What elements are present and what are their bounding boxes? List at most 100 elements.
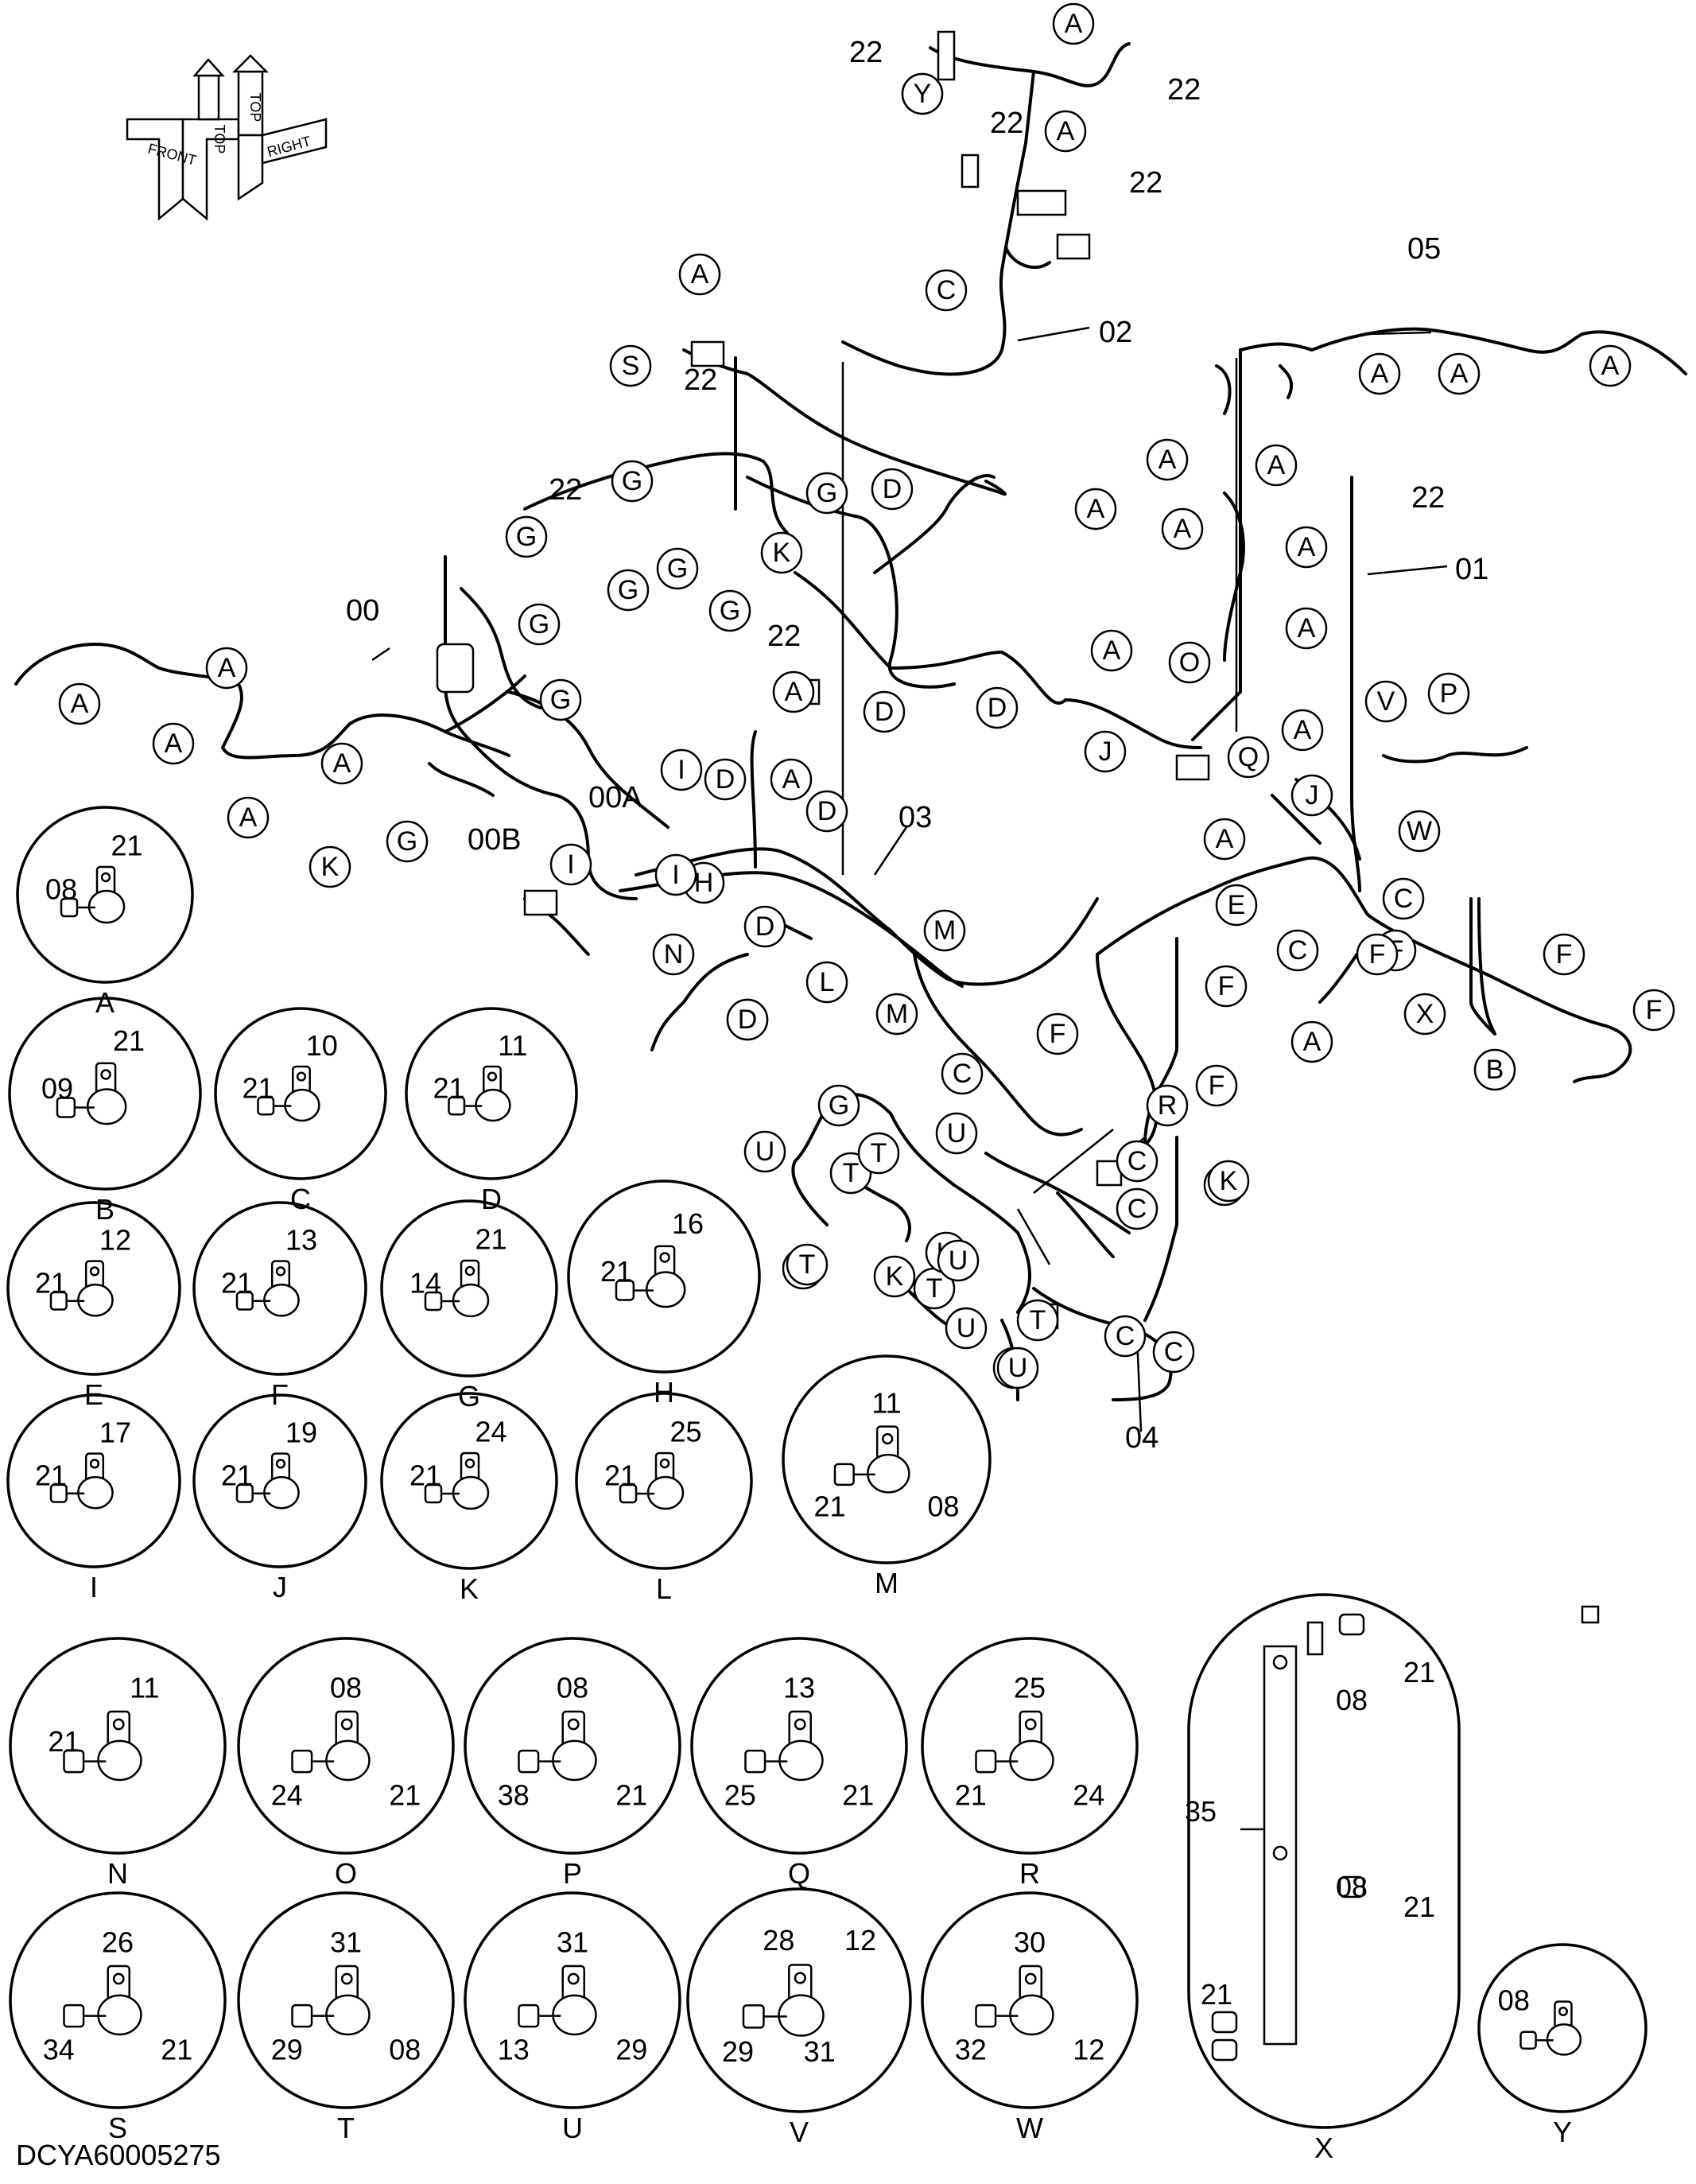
callout-u: U [945, 1307, 988, 1350]
svg-text:K: K [886, 1261, 904, 1292]
callout-c: C [941, 1052, 984, 1095]
svg-text:C: C [1288, 935, 1308, 966]
callout-d: D [704, 758, 747, 801]
callout-t: T [913, 1267, 956, 1310]
callout-u: U [743, 1130, 786, 1173]
clamp-part-icon [975, 1710, 1054, 1782]
callout-a: A [1052, 2, 1095, 45]
part-number-label: 31 [330, 1926, 362, 1958]
svg-text:A: A [1216, 824, 1234, 854]
callout-d: D [743, 905, 786, 948]
clamp-part-icon [291, 1964, 371, 2036]
callout-a: A [205, 647, 248, 690]
label-22-8: 22 [767, 620, 801, 653]
part-number-label: 19 [285, 1416, 317, 1448]
callout-d: D [871, 468, 914, 511]
detail-j: 21 19J [192, 1393, 367, 1603]
callout-f: F [1205, 965, 1248, 1008]
label-22-7: 22 [1411, 481, 1445, 515]
svg-text:A: A [1158, 445, 1177, 475]
svg-text:M: M [933, 915, 956, 946]
svg-text:I: I [672, 860, 679, 890]
svg-text:A: A [218, 653, 236, 683]
part-number-label: 38 [498, 1778, 530, 1811]
label-22-2: 22 [1167, 73, 1201, 107]
part-number-label: 21 [221, 1459, 253, 1491]
svg-text:A: A [1303, 1027, 1321, 1057]
detail-letter: L [656, 1572, 672, 1605]
label-03: 03 [898, 801, 932, 834]
drawing-code: DCYA60005275 [16, 2139, 221, 2171]
clamp-part-icon [615, 1245, 686, 1308]
callout-a: A [770, 758, 813, 801]
callout-d: D [726, 998, 769, 1041]
svg-text:D: D [716, 764, 735, 795]
callout-a: A [1285, 607, 1328, 650]
callout-x: X [1403, 993, 1446, 1036]
part-number-label: 08 [927, 1490, 959, 1523]
callout-c: C [1382, 877, 1425, 920]
svg-text:L: L [820, 967, 835, 997]
callout-m: M [875, 993, 918, 1036]
detail-letter: S [108, 2112, 127, 2144]
part-number-label: 29 [271, 2033, 303, 2065]
svg-text:N: N [664, 939, 684, 970]
part-number-label: 21 [1201, 1978, 1232, 2011]
svg-text:G: G [667, 554, 688, 584]
callout-a: A [1044, 110, 1087, 153]
callout-k: K [873, 1255, 916, 1298]
part-number-label: 21 [600, 1255, 632, 1288]
part-number-label: 08 [45, 873, 77, 906]
callout-a: A [1090, 629, 1133, 672]
svg-text:F: F [1050, 1019, 1066, 1049]
part-number-label: 11 [871, 1387, 901, 1420]
svg-text:D: D [755, 911, 775, 942]
clamp-part-icon [742, 1964, 825, 2037]
part-number-label: 21 [955, 1778, 987, 1811]
callout-t: T [1016, 1299, 1059, 1342]
part-number-label: 08 [1498, 1984, 1530, 2017]
svg-text:A: A [333, 748, 351, 779]
svg-text:A: A [785, 677, 803, 707]
detail-y: 08Y [1477, 1943, 1647, 2148]
label-22-5: 22 [684, 363, 717, 397]
svg-text:A: A [1601, 351, 1620, 381]
svg-text:K: K [773, 538, 791, 568]
part-number-label: 29 [615, 2033, 647, 2065]
part-number-label: 08 [1336, 1871, 1368, 1903]
svg-text:G: G [516, 522, 537, 552]
callout-j: J [1290, 774, 1333, 817]
svg-text:Y: Y [914, 79, 932, 109]
part-number-label: 21 [813, 1490, 845, 1523]
part-number-label: 21 [475, 1223, 506, 1256]
svg-text:A: A [239, 802, 258, 833]
callout-a: A [227, 796, 270, 839]
callout-m: M [923, 909, 966, 952]
svg-text:S: S [622, 351, 640, 381]
callout-a: A [1203, 818, 1246, 861]
callout-h: H [682, 861, 725, 904]
part-number-label: 21 [1403, 1656, 1435, 1689]
svg-text:U: U [947, 1118, 967, 1148]
svg-text:T: T [926, 1273, 943, 1304]
detail-letter: D [481, 1183, 502, 1215]
svg-text:E: E [1228, 890, 1246, 920]
detail-letter: J [273, 1571, 287, 1603]
callout-p: P [1427, 672, 1470, 715]
callout-s: S [609, 344, 652, 387]
part-number-label: 32 [955, 2033, 987, 2065]
label-22-3: 22 [990, 107, 1023, 140]
orientation-top-1: TOP [212, 125, 227, 154]
svg-text:J: J [1306, 780, 1319, 810]
clamp-part-icon [56, 1062, 127, 1125]
callout-u: U [996, 1347, 1039, 1389]
svg-text:K: K [1220, 1166, 1238, 1196]
callout-i: I [549, 843, 592, 886]
part-number-label: 21 [409, 1459, 441, 1492]
part-number-label: 13 [498, 2033, 530, 2065]
part-number-label: 08 [557, 1671, 588, 1704]
